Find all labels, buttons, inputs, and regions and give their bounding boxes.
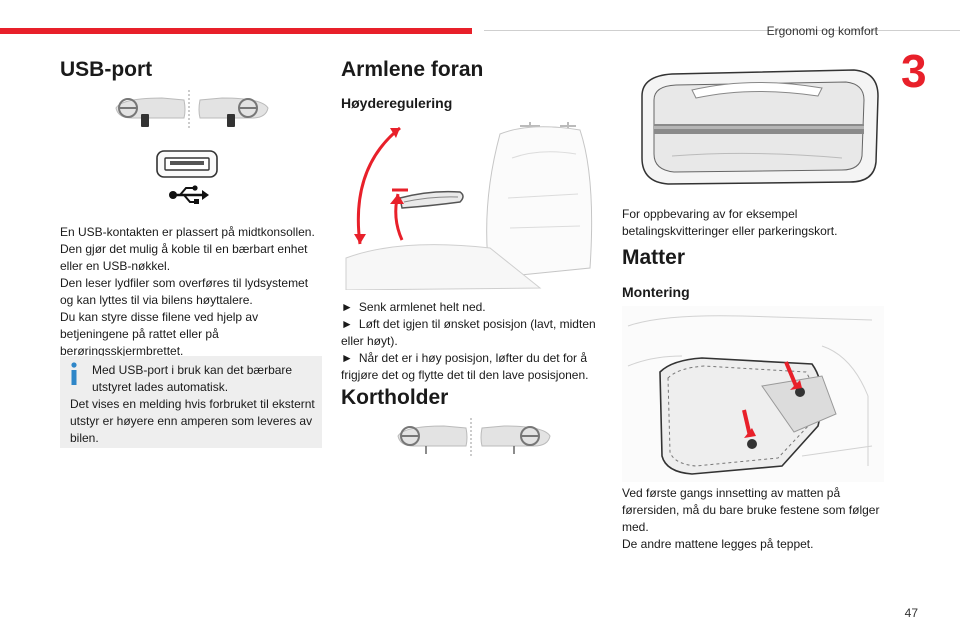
mats-section-title: Matter [622, 246, 686, 269]
list-item: ►Løft det igjen til ønsket posisjon (lav… [341, 316, 603, 350]
info-text: Med USB-port i bruk kan det bærbare utst… [70, 362, 320, 447]
info-icon [71, 362, 77, 385]
info-line: Det vises en melding hvis forbruket til … [70, 397, 315, 445]
list-item: ► Senk armlenet helt ned. [341, 299, 603, 316]
info-line: Med USB-port i bruk kan det bærbare utst… [92, 363, 293, 394]
page-number: 47 [904, 606, 918, 620]
cardholder-caption: For oppbevaring av for eksempel betaling… [622, 207, 838, 238]
step-text: Løft det igjen til ønsket posisjon (lavt… [341, 317, 596, 348]
usb-socket-icon [156, 150, 218, 178]
cardholder-section-title: Kortholder [341, 386, 449, 409]
cardholder-illustration [641, 69, 879, 185]
usb-section-title: USB-port [60, 58, 153, 81]
steering-wheel-position-icon [397, 418, 551, 456]
mats-paragraph: De andre mattene legges på teppet. [622, 537, 814, 551]
armrest-seat-illustration [345, 122, 593, 290]
steering-wheel-position-icon [115, 90, 269, 128]
floor-mat-illustration [622, 306, 884, 482]
mats-description: Ved første gangs innsetting av matten på… [622, 485, 884, 553]
usb-symbol-icon [169, 185, 209, 204]
usb-paragraph: Den leser lydfiler som overføres til lyd… [60, 276, 309, 307]
chapter-number: 3 [901, 45, 927, 97]
usb-paragraph: En USB-kontakten er plassert på midtkons… [60, 225, 315, 239]
usb-paragraph: Du kan styre disse filene ved hjelp av b… [60, 310, 259, 358]
armrest-steps: ►Senk armlenet helt ned. ►Løft det igjen… [341, 299, 603, 384]
chapter-title: Ergonomi og komfort [766, 24, 878, 38]
usb-description: En USB-kontakten er plassert på midtkons… [60, 224, 322, 360]
info-box: Med USB-port i bruk kan det bærbare utst… [60, 356, 322, 448]
step-text: Når det er i høy posisjon, løfter du det… [341, 351, 589, 382]
usb-paragraph: Den gjør det mulig å koble til en bærbar… [60, 242, 308, 273]
header-rule [484, 30, 960, 31]
mats-subtitle: Montering [622, 284, 690, 300]
mats-paragraph: Ved første gangs innsetting av matten på… [622, 486, 880, 534]
armrest-section-title: Armlene foran [341, 58, 484, 81]
step-text: Senk armlenet helt ned. [358, 300, 486, 314]
list-item: ►Når det er i høy posisjon, løfter du de… [341, 350, 603, 384]
header-accent-bar [0, 28, 472, 34]
bullet-arrow-icon: ► [341, 300, 353, 314]
bullet-arrow-icon: ► [341, 351, 353, 365]
armrest-subtitle: Høyderegulering [341, 95, 453, 111]
bullet-arrow-icon: ► [341, 317, 353, 331]
